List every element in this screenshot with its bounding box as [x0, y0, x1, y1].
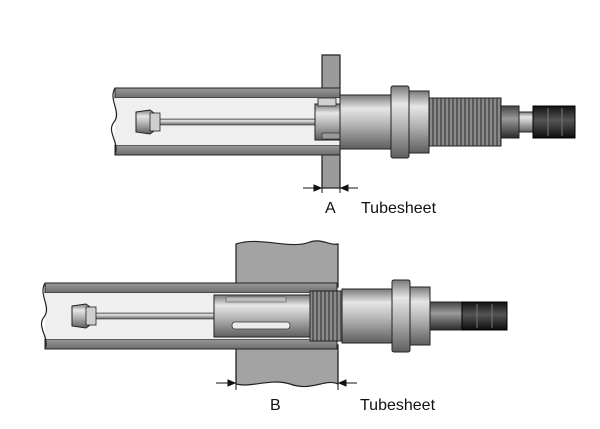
diagram-b: B Tubesheet — [40, 240, 508, 414]
expander-body-b — [309, 279, 463, 353]
drive-square-a — [532, 105, 576, 139]
label-b: B — [270, 397, 281, 414]
label-a: A — [325, 200, 336, 217]
label-tubesheet-a: Tubesheet — [361, 200, 437, 217]
mandrel-b — [71, 303, 217, 329]
dimension-a — [303, 160, 358, 193]
diagram-a: A Tubesheet — [110, 54, 576, 217]
dimension-b — [216, 352, 357, 390]
expander-body-a — [339, 85, 534, 159]
mandrel-a — [135, 109, 321, 135]
tubesheet-b — [235, 240, 339, 388]
drive-square-b — [461, 301, 508, 331]
expander-cage-a — [314, 97, 344, 141]
expander-cage-b — [213, 294, 315, 338]
label-tubesheet-b: Tubesheet — [360, 397, 436, 414]
